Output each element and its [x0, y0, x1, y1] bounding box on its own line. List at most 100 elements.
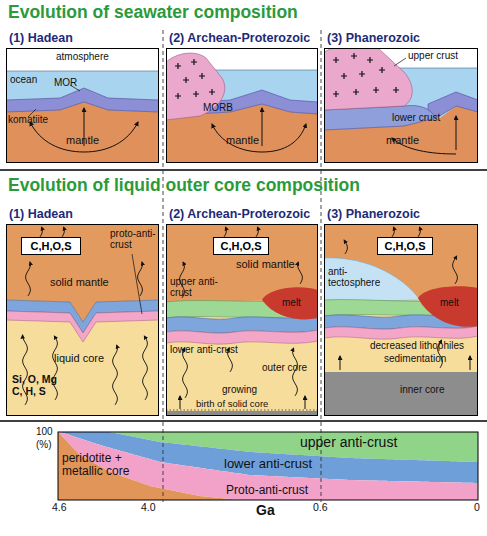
layer-label: growing — [222, 384, 257, 395]
convection-arrow — [212, 124, 262, 152]
archean-core-section — [166, 224, 318, 416]
archean-core-section — [166, 224, 318, 416]
axis-tick: 4.0 — [141, 502, 156, 514]
layer-label: sedimentation — [384, 353, 446, 364]
stacked-area-chart — [58, 432, 478, 483]
leader-line — [394, 58, 406, 66]
volatile-box: C,H,O,S — [377, 237, 433, 255]
axis-title: Ga — [256, 503, 275, 518]
area-label: upper anti-crust — [300, 435, 397, 450]
archean-ocean-section — [166, 48, 318, 163]
element-list: Si, O, Mg C, H, S — [12, 374, 70, 397]
phanerozoic-ocean-section — [324, 106, 478, 163]
volatile-arrow — [138, 262, 143, 296]
granite-cross — [333, 53, 399, 97]
layer-label: MORB — [203, 102, 233, 113]
hadean-ocean-section — [6, 71, 159, 163]
volatile-arrow — [224, 227, 226, 237]
chart-frame — [58, 432, 478, 500]
hadean-core-section — [6, 224, 159, 416]
stacked-area-chart — [58, 432, 478, 500]
hadean-core-section — [6, 224, 159, 416]
volatile-arrow — [418, 227, 420, 237]
volatile-arrow — [143, 336, 148, 400]
volatile-arrow — [62, 227, 64, 237]
stacked-area-chart — [58, 432, 478, 500]
time-marker — [321, 30, 322, 502]
layer-label: outer core — [262, 362, 307, 373]
layer-label: atmosphere — [56, 51, 109, 62]
convection-arrow — [262, 124, 306, 152]
axis-unit: (%) — [36, 439, 52, 450]
hadean-ocean-section — [6, 48, 159, 163]
box-text: C,H,O,S — [385, 240, 426, 252]
panel-heading: (1) Hadean — [9, 207, 73, 221]
section-separator — [0, 170, 487, 421]
phanerozoic-core-section — [324, 224, 478, 416]
phanerozoic-core-section — [324, 224, 478, 416]
layer-label: lower anti-crust — [170, 344, 238, 355]
layer-label: inner core — [400, 384, 444, 395]
volatile-arrow — [183, 348, 188, 398]
area-label: Proto-anti-crust — [226, 484, 308, 497]
volatile-arrow — [23, 227, 458, 405]
volatile-box: C,H,O,S — [21, 237, 81, 255]
panel-heading: (2) Archean-Proterozoic — [169, 207, 310, 221]
volatile-arrow — [26, 262, 31, 296]
axis-tick: 100 — [36, 426, 53, 437]
granite-cross — [175, 59, 215, 99]
convection-arrow — [262, 108, 263, 146]
archean-ocean-section — [166, 48, 318, 163]
phanerozoic-core-section — [324, 326, 478, 339]
sedimentation-arrow — [470, 356, 471, 370]
archean-core-section — [166, 410, 318, 411]
phanerozoic-ocean-section — [324, 48, 412, 110]
time-marker — [163, 30, 321, 502]
archean-core-section — [166, 330, 318, 344]
volatile-arrow — [298, 262, 303, 284]
hadean-ocean-section — [6, 71, 159, 72]
layer-label: solid mantle — [50, 276, 109, 288]
layer-label: lower crust — [392, 112, 440, 123]
layer-label: komatiite — [8, 114, 48, 125]
section-title: Evolution of liquid outer core compositi… — [8, 176, 360, 195]
layer-label: anti-tectosphere — [328, 266, 386, 288]
archean-core-section — [262, 287, 318, 319]
section-separator — [0, 169, 487, 171]
volatile-arrow — [40, 227, 42, 237]
phanerozoic-core-section — [418, 286, 478, 327]
layer-label: MOR — [54, 77, 77, 88]
axis-tick: 0 — [474, 502, 480, 514]
panel-heading: (1) Hadean — [9, 31, 73, 45]
hadean-ocean-section — [6, 88, 159, 112]
panel-heading: (3) Phanerozoic — [327, 31, 420, 45]
sedimentation-arrow — [340, 356, 341, 370]
layer-label: decreased lithophiles — [370, 340, 464, 351]
layer-label: solid mantle — [236, 258, 295, 270]
layer-label: ocean — [10, 74, 37, 85]
layer-label: birth of solid core — [196, 399, 268, 409]
leader-line — [132, 254, 142, 314]
growth-arrow — [305, 396, 306, 409]
section-title: Evolution of seawater composition — [8, 2, 298, 23]
time-marker — [163, 30, 164, 502]
volatile-arrow — [344, 240, 347, 254]
growth-arrow — [180, 396, 305, 409]
convection-arrow — [212, 108, 306, 152]
box-text: C,H,O,S — [221, 240, 262, 252]
hadean-ocean-section — [6, 48, 159, 163]
stacked-area-chart — [58, 432, 478, 500]
phanerozoic-core-section — [324, 258, 420, 302]
layer-label: upper anti-crust — [170, 276, 222, 298]
axis-tick: 0.6 — [313, 502, 328, 514]
growth-arrow — [180, 396, 181, 409]
section-separator — [0, 420, 487, 422]
layer-label: mantle — [386, 134, 419, 146]
volatile-arrow — [256, 227, 258, 237]
layer-label: proto-anti-crust — [110, 228, 158, 250]
phanerozoic-core-section — [324, 372, 478, 416]
layer-label: melt — [440, 297, 459, 308]
layer-label: mantle — [66, 134, 99, 146]
phanerozoic-ocean-section — [324, 48, 478, 163]
